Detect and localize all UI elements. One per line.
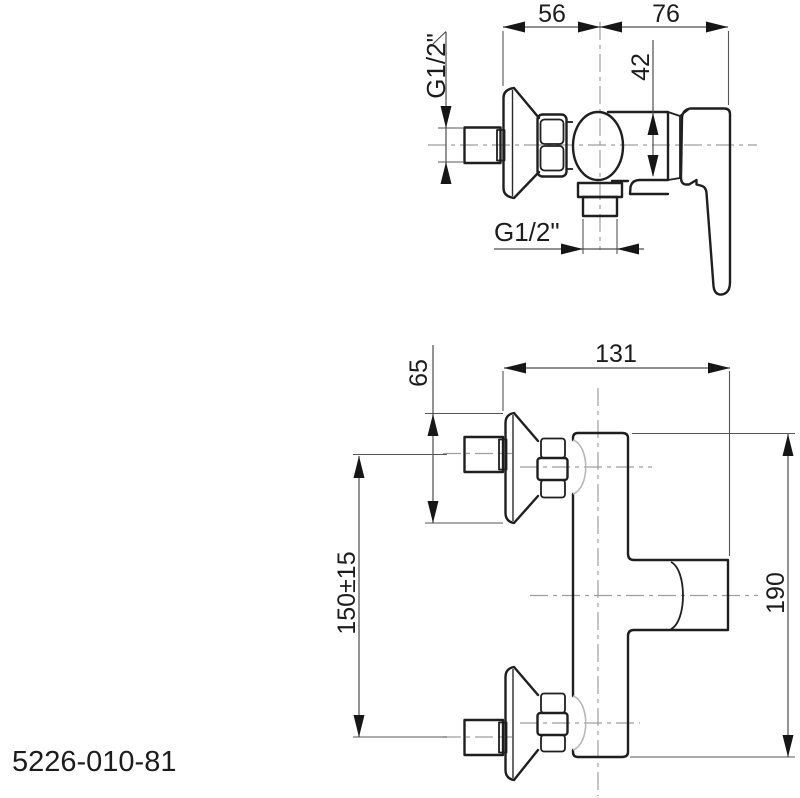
dimension-150: 150±15 [333, 453, 447, 738]
inlet-thread-label: G1/2" [421, 31, 463, 184]
dimension-42: 42 [627, 40, 659, 177]
thread-label-inlet: G1/2" [421, 33, 451, 99]
dim-label-65: 65 [405, 359, 433, 387]
dim-label-56: 56 [538, 0, 566, 28]
outlet-thread-label: G1/2" [494, 217, 644, 255]
dimension-190: 190 [630, 432, 795, 758]
dim-label-76: 76 [652, 0, 680, 28]
front-view-centerlines [443, 388, 758, 796]
dimension-65: 65 [405, 345, 503, 524]
dim-label-42: 42 [627, 53, 655, 81]
dim-label-150: 150±15 [333, 551, 361, 634]
mixer-body [571, 431, 730, 759]
product-code: 5226-010-81 [12, 746, 176, 778]
dim-label-131: 131 [595, 340, 637, 368]
thread-label-outlet: G1/2" [494, 217, 560, 247]
connection-nut [536, 113, 573, 178]
dimension-56: 56 [502, 0, 600, 86]
dim-label-190: 190 [762, 572, 790, 614]
side-view-centerlines [428, 22, 757, 250]
dimension-131: 131 [502, 340, 731, 556]
bottom-wall-connection [463, 665, 569, 782]
front-view: 131 65 150±15 190 [333, 340, 795, 796]
side-view: 56 76 42 G1/2" [421, 0, 757, 296]
wall-flange [502, 86, 541, 200]
dimension-76: 76 [600, 0, 730, 105]
top-wall-connection [463, 411, 569, 525]
handle [667, 107, 732, 296]
valve-body [571, 110, 670, 218]
